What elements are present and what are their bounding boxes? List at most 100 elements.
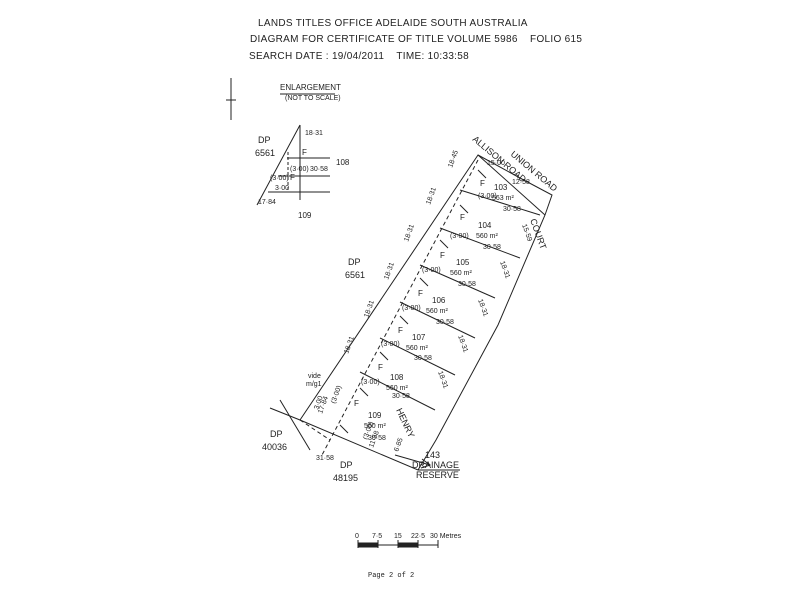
scale-tick-22-5: 22·5	[411, 533, 425, 540]
vide-note-2: m/g1	[306, 381, 322, 388]
lot-line-106-107	[399, 301, 476, 339]
lot-line-107-108	[379, 337, 456, 376]
lot-area: 560 m²	[450, 270, 472, 277]
lot-side: 18·45	[447, 149, 460, 168]
dim-12-58: 12·58	[512, 179, 530, 186]
diagram-title: DIAGRAM FOR CERTIFICATE OF TITLE VOLUME …	[250, 34, 582, 45]
lot-depth: 30·58	[368, 435, 386, 442]
scale-tick-30: 30 Metres	[430, 533, 462, 540]
lot-f: F	[354, 399, 359, 408]
lot-number: 107	[412, 333, 426, 342]
search-date-label: SEARCH DATE :	[249, 51, 329, 62]
reserve-number: 143	[425, 450, 440, 460]
lot-area: 563 m²	[492, 195, 514, 202]
enl-dp-label: DP	[258, 135, 271, 145]
lot-front: 18·31	[498, 260, 511, 279]
lot-number: 108	[390, 373, 404, 382]
dp40036-number: 40036	[262, 442, 287, 452]
lot-easement-dim: (3·00)	[422, 267, 441, 274]
diagram-label: DIAGRAM FOR CERTIFICATE OF TITLE VOLUME	[250, 34, 492, 45]
lot-easement-dim: (3·00)	[330, 385, 343, 405]
enl-dim-a: (3·00)	[290, 166, 309, 173]
dp48195-label: DP	[340, 460, 353, 470]
lot-area: 560 m²	[386, 385, 408, 392]
lot-f: F	[460, 213, 465, 222]
lot-easement-dim: (3·00)	[478, 193, 497, 200]
search-date-value: 19/04/2011	[331, 51, 385, 62]
lot-f: F	[398, 326, 403, 335]
lot-f: F	[418, 289, 423, 298]
allison-union-frontage	[477, 154, 546, 216]
enl-dim-e: 18·31	[305, 130, 323, 137]
lot-front: 18·31	[456, 334, 469, 353]
dim-31-58: 31·58	[316, 455, 334, 462]
street-henry: HENRY	[394, 407, 416, 440]
enl-dim-c: 3·00	[275, 185, 289, 192]
lot-area: 560 m²	[406, 345, 428, 352]
lot-line-103-104	[459, 189, 541, 216]
enl-f-a: F	[302, 148, 307, 157]
dp6561-number: 6561	[345, 270, 365, 280]
drainage-arrow-head	[420, 458, 432, 469]
lot-easement-dim: (3·00)	[450, 233, 469, 240]
dp40036-line	[279, 399, 311, 451]
vide-note: vide	[308, 373, 321, 380]
dp40036-label: DP	[270, 429, 283, 439]
lot-number: 106	[432, 296, 446, 305]
lot-front: 18·31	[436, 370, 449, 389]
dp6561-label: DP	[348, 257, 361, 267]
lot-front: 6·85	[393, 437, 404, 453]
enl-lot-108: 108	[336, 158, 350, 167]
lot-side: 18·31	[383, 261, 396, 280]
scale-tick-7-5: 7·5	[372, 533, 382, 540]
time-value: 10:33:58	[427, 51, 469, 62]
search-line: SEARCH DATE : 19/04/2011 TIME: 10:33:58	[249, 51, 469, 62]
lot-depth: 30·58	[436, 319, 454, 326]
enl-dp-number: 6561	[255, 148, 275, 158]
office-title: LANDS TITLES OFFICE ADELAIDE SOUTH AUSTR…	[258, 18, 528, 29]
scale-tick-0: 0	[355, 533, 359, 540]
time-label: TIME:	[396, 51, 425, 62]
enlargement-title: ENLARGEMENT	[280, 83, 341, 92]
enl-f-b: F	[290, 173, 295, 182]
enl-dim-b: (3·00)	[270, 175, 289, 182]
lot-line-105-106	[419, 264, 496, 299]
parcel-outline	[299, 154, 553, 471]
lot-side: 18·31	[343, 335, 356, 354]
reserve-line-1: DRAINAGE	[412, 460, 459, 470]
page-number: Page 2 of 2	[368, 572, 415, 580]
volume-value: 5986	[494, 34, 518, 45]
lot-easement-dim: (3·00)	[381, 341, 400, 348]
lot-side: 18·31	[403, 223, 416, 242]
enlargement-note: (NOT TO SCALE)	[285, 95, 341, 102]
lot-depth: 30·58	[458, 281, 476, 288]
lot-side: 18·31	[425, 186, 438, 205]
dp48195-number: 48195	[333, 473, 358, 483]
lot-number: 103	[494, 183, 508, 192]
lot-f: F	[480, 179, 485, 188]
lot-number: 104	[478, 221, 492, 230]
folio-label: FOLIO	[530, 34, 562, 45]
enl-boundary-west	[256, 124, 301, 206]
enl-dim-f: 17·84	[258, 199, 276, 206]
lot-area: 560 m²	[476, 233, 498, 240]
enl-lot-109: 109	[298, 211, 312, 220]
reserve-line-2: RESERVE	[416, 470, 459, 480]
lot-line-104-105	[439, 227, 521, 259]
lot-f: F	[440, 251, 445, 260]
lot-depth: 30·58	[483, 244, 501, 251]
lot-f: F	[378, 363, 383, 372]
lot-front: 18·31	[476, 298, 489, 317]
lot-number: 105	[456, 258, 470, 267]
lot-depth: 30·58	[414, 355, 432, 362]
lot-easement-dim: (3·00)	[361, 379, 380, 386]
lot-depth: 30·58	[503, 206, 521, 213]
lot-line-108-109	[359, 371, 436, 411]
lot-depth: 30·58	[392, 393, 410, 400]
scale-bar	[357, 540, 439, 548]
dp40036-dash	[299, 419, 331, 441]
lot-number: 109	[368, 411, 382, 420]
enl-dim-d: 30·58	[310, 166, 328, 173]
lot-area: 560 m²	[426, 308, 448, 315]
dp40036-boundary	[269, 407, 301, 421]
